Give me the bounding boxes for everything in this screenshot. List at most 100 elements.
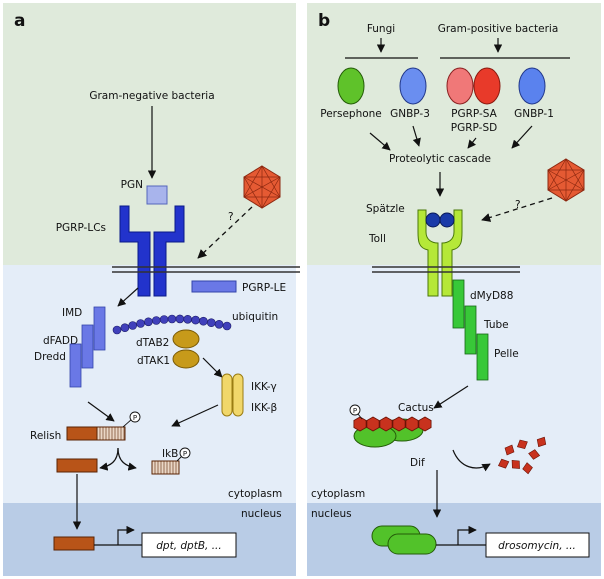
unknown-ligand-label-b: ? <box>515 199 521 211</box>
cactus-fragment <box>516 439 528 449</box>
nucleus-label-a: nucleus <box>241 508 282 520</box>
persephone-arrow <box>369 132 391 151</box>
cactus-fragment <box>522 462 533 475</box>
dtak1-shape <box>172 349 200 369</box>
gnbp3-shape <box>399 67 427 105</box>
panel-a-cytoplasm-bg <box>3 265 296 503</box>
relish-ikb-stripes <box>99 427 125 440</box>
ubiquitin-bead <box>191 315 200 325</box>
panel-a-extracellular-bg <box>3 3 296 265</box>
ubiquitin-bead <box>112 325 122 335</box>
cactus-fragment <box>498 458 510 469</box>
spatzle-right <box>439 212 455 228</box>
cactus-fragment <box>504 444 515 456</box>
ubiquitin-bead <box>199 316 208 326</box>
ubiquitin-bead <box>120 323 130 333</box>
gnbp1-arrow <box>511 125 533 149</box>
cactus-hexagon <box>366 416 380 432</box>
ubiquitin-bead <box>222 321 232 331</box>
relish-phospho-label: P <box>133 414 137 422</box>
ikk-gamma-label: IKK-γ <box>251 381 277 393</box>
virus-icon-b <box>547 158 585 202</box>
tube-bar <box>464 305 477 355</box>
ubiquitin-bead <box>136 319 145 328</box>
toll-receptor <box>417 209 463 297</box>
gnbp3-arrow <box>412 125 421 147</box>
tss-arrow-b <box>457 525 477 545</box>
cactus-label: Cactus <box>398 402 434 414</box>
target-gene-box-a <box>141 532 237 558</box>
ubiquitin-chain <box>112 314 232 335</box>
pelle-label: Pelle <box>494 348 519 360</box>
cactus-hexagons <box>353 416 432 432</box>
target-genes-a: dpt, dptB, ... <box>156 540 221 552</box>
ikk-gamma-right <box>232 373 244 417</box>
cactus-phospho-link <box>357 413 363 420</box>
pgn-label: PGN <box>121 179 143 191</box>
gnbp3-label: GNBP-3 <box>390 108 430 120</box>
cactus-fragment <box>536 436 547 448</box>
tss-arrow-a <box>117 525 135 545</box>
fungi-label: Fungi <box>367 23 395 35</box>
dif-label: Dif <box>410 457 425 469</box>
imd-bar <box>93 306 106 351</box>
cactus-hexagon <box>392 416 406 432</box>
dtab2-shape <box>172 329 200 349</box>
cleavage-arrow-right <box>117 447 137 471</box>
relish-phospho-link <box>122 418 133 428</box>
degraded-cactus-fragments <box>498 436 547 475</box>
ikb-fragment <box>151 460 180 475</box>
pgrp-sd-shape <box>473 67 501 105</box>
receptor-to-imd-arrow <box>117 287 139 307</box>
dif-nuclear-front <box>387 533 437 555</box>
virus-dashed-arrow-b <box>481 197 553 222</box>
pgrp-lcs-label: PGRP-LCs <box>56 222 106 234</box>
persephone-label: Persephone <box>320 108 382 120</box>
dredd-label: Dredd <box>34 351 66 363</box>
pgrp-sa-label: PGRP-SA <box>451 108 498 120</box>
spatzle-label: Spätzle <box>366 203 405 215</box>
dmyd88-bar <box>452 279 465 329</box>
degradation-arrow <box>452 449 491 472</box>
ikk-beta-label: IKK-β <box>251 402 277 414</box>
cactus-phospho-circle <box>349 404 361 416</box>
imd-label: IMD <box>62 307 82 319</box>
persephone-shape <box>337 67 365 105</box>
ubiquitin-bead <box>167 314 177 324</box>
ikk-gamma-left <box>221 373 233 417</box>
panel-a: a Gram-negative bacteria PGN PGRP-LCs ? … <box>3 3 300 576</box>
cactus-hexagon <box>405 416 419 432</box>
dredd-bar <box>69 343 82 388</box>
panel-b: b Fungi Gram-positive bacteria Persephon… <box>307 3 601 576</box>
dfadd-label: dFADD <box>43 335 78 347</box>
pgrp-lc-receptor <box>119 205 185 297</box>
ikb-label: IkB <box>162 448 178 460</box>
pgrp-le-label: PGRP-LE <box>242 282 286 294</box>
cactus-hexagon <box>353 416 367 432</box>
cactus-phospho-label: P <box>353 407 357 415</box>
pgn-square <box>146 185 168 205</box>
cactus-fragment <box>511 460 520 469</box>
dmyd88-label: dMyD88 <box>470 290 513 302</box>
ubiquitin-bead <box>152 316 161 325</box>
pelle-to-cactus-arrow <box>433 385 469 409</box>
unknown-ligand-label-a: ? <box>228 211 234 223</box>
nucleus-label-b: nucleus <box>311 508 352 520</box>
relish-rhd-fragment <box>56 458 98 473</box>
ikb-phospho-circle <box>179 447 191 459</box>
ikk-to-relish-arrow <box>171 404 219 427</box>
gram-negative-label: Gram-negative bacteria <box>89 90 214 102</box>
panel-b-letter: b <box>318 11 330 31</box>
pgrp-arrow <box>467 137 477 149</box>
proteolytic-cascade-label: Proteolytic cascade <box>389 153 491 165</box>
dredd-to-relish-arrow <box>87 401 115 422</box>
dtab2-label: dTAB2 <box>136 337 169 349</box>
gnbp1-shape <box>518 67 546 105</box>
tube-label: Tube <box>483 319 509 331</box>
ubiquitin-bead <box>207 318 216 328</box>
relish-label: Relish <box>30 430 61 442</box>
cytoplasm-label-a: cytoplasm <box>228 488 282 500</box>
ubiquitin-label: ubiquitin <box>232 311 278 323</box>
ubiquitin-bead <box>214 319 224 329</box>
